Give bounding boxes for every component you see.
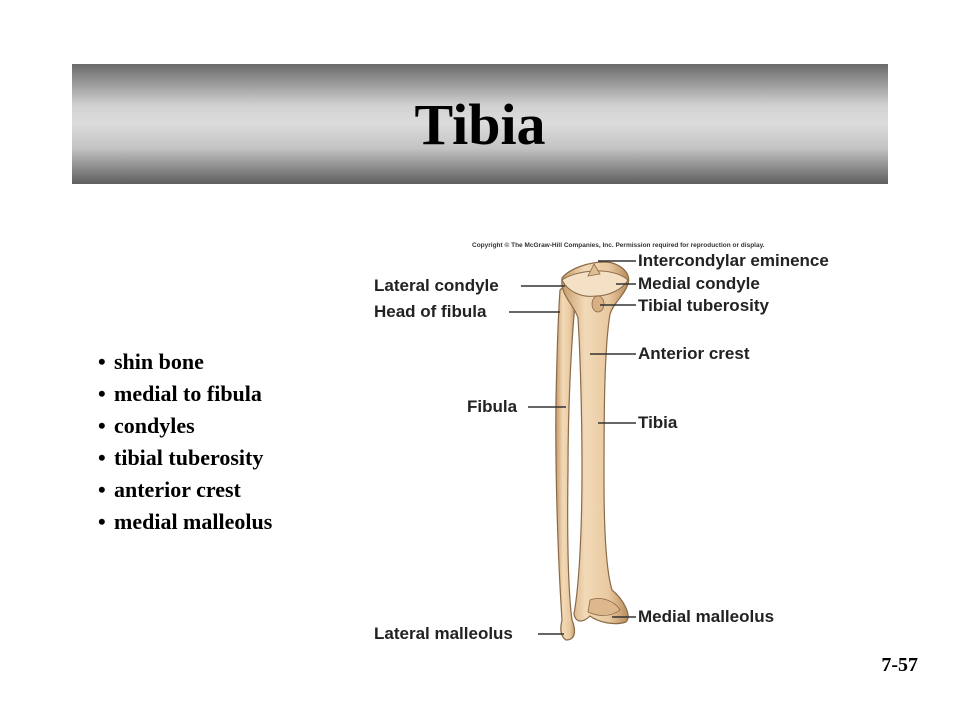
label-anterior-crest: Anterior crest — [638, 344, 750, 363]
fibula-bone — [555, 284, 577, 641]
label-tibia: Tibia — [638, 413, 678, 432]
bullet-item: shin bone — [98, 346, 272, 378]
label-fibula: Fibula — [467, 397, 518, 416]
label-head-of-fibula: Head of fibula — [374, 302, 487, 321]
leader-lines — [509, 260, 636, 635]
intercondylar-eminence — [587, 263, 601, 277]
title-bar: Tibia — [72, 64, 888, 184]
tibial-tuberosity — [591, 295, 605, 313]
label-medial-condyle: Medial condyle — [638, 274, 760, 293]
tibia-bone — [561, 261, 630, 625]
slide-title: Tibia — [414, 91, 546, 157]
label-lateral-condyle: Lateral condyle — [374, 276, 499, 295]
bullet-item: condyles — [98, 410, 272, 442]
slide-number: 7-57 — [881, 654, 918, 676]
label-intercondylar-eminence: Intercondylar eminence — [638, 251, 829, 270]
bullet-item: tibial tuberosity — [98, 442, 272, 474]
copyright-notice: Copyright © The McGraw-Hill Companies, I… — [472, 242, 765, 249]
medial-malleolus — [587, 598, 621, 616]
bullet-item: anterior crest — [98, 474, 272, 506]
bullet-item: medial malleolus — [98, 506, 272, 538]
bullet-list: shin bone medial to fibula condyles tibi… — [98, 346, 272, 538]
label-lateral-malleolus: Lateral malleolus — [374, 624, 513, 643]
label-medial-malleolus: Medial malleolus — [638, 607, 775, 626]
bullet-item: medial to fibula — [98, 378, 272, 410]
label-tibial-tuberosity: Tibial tuberosity — [638, 296, 769, 315]
